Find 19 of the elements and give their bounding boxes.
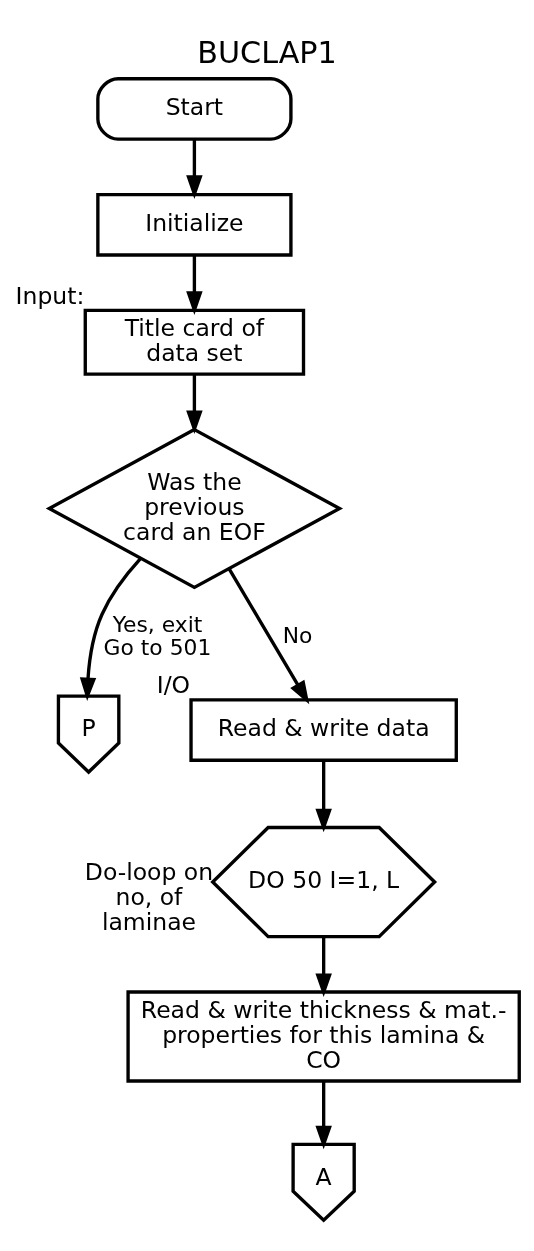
arrow xyxy=(315,759,332,832)
node-box: Title card of data set xyxy=(83,308,306,376)
arrow xyxy=(315,936,332,997)
edge-label: No xyxy=(282,622,313,648)
node-box: Read & write thickness & mat.- properties for this lamina & CO xyxy=(126,989,521,1083)
node-label: I/O xyxy=(156,670,191,699)
node-box: Start xyxy=(96,76,293,141)
arrow xyxy=(186,139,203,199)
node-box: Initialize xyxy=(96,192,293,257)
node-box: Read & write data xyxy=(189,697,458,762)
node-diamond: Was the previous card an EOF xyxy=(45,427,344,589)
arrow xyxy=(186,374,203,434)
edge-label: Yes, exit Go to 501 xyxy=(103,611,212,660)
arrow xyxy=(227,567,310,704)
diagram-title: BUCLAP1 xyxy=(197,34,337,70)
arrow xyxy=(315,1080,332,1149)
node-label: Input: xyxy=(15,281,85,310)
arrow xyxy=(186,254,203,315)
arrow xyxy=(79,557,142,701)
